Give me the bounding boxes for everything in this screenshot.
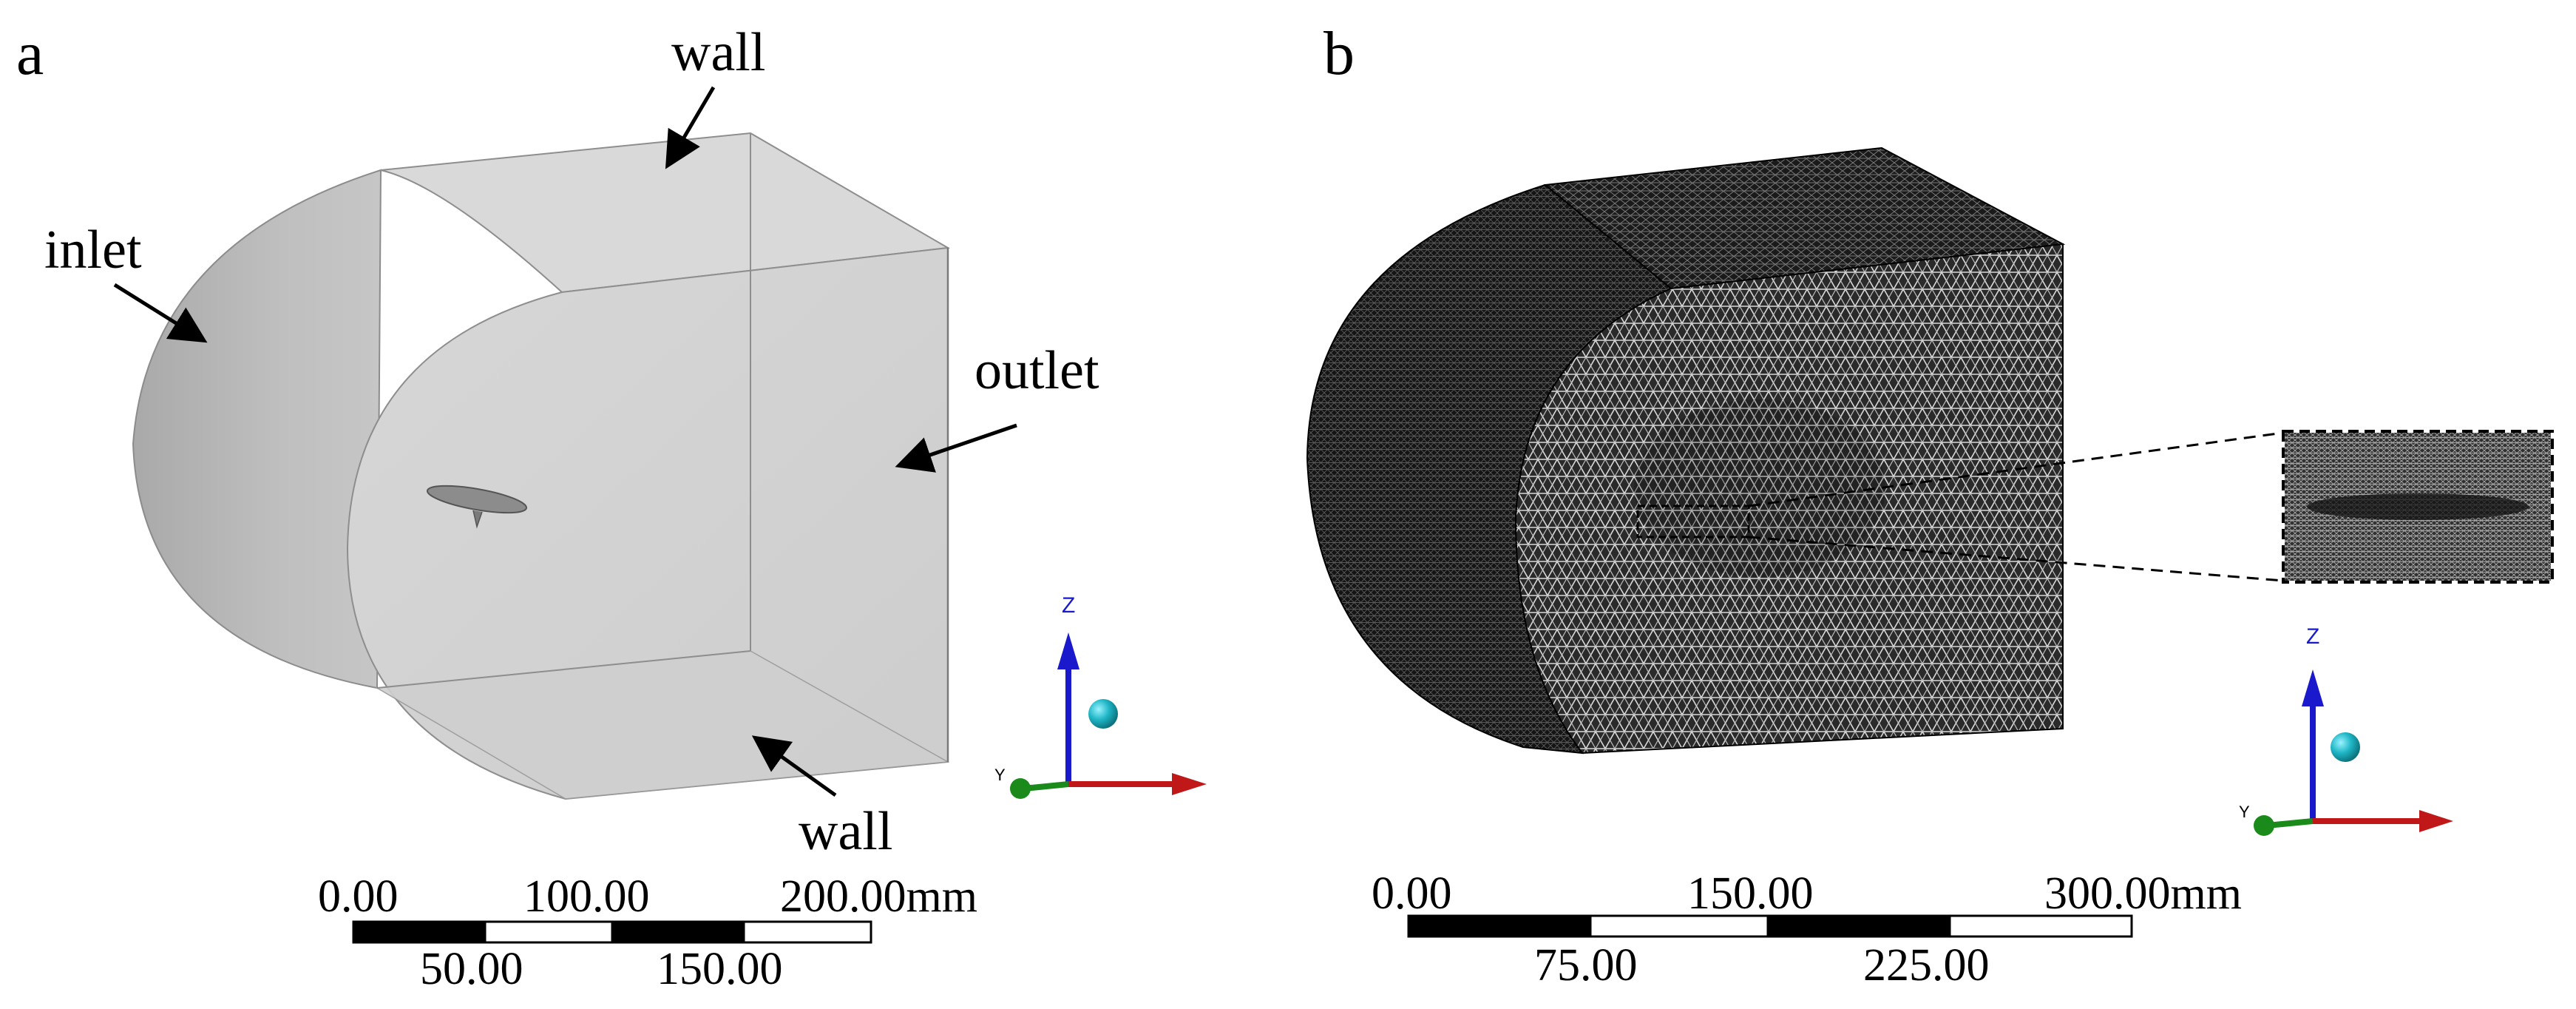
front-face [346,246,949,800]
y-axis-head-b [2254,815,2274,836]
scale-tick-b-225: 225.00 [1863,940,1990,991]
arrow-outlet [895,423,1017,473]
y-axis-line [1023,781,1069,792]
zoom-line-top [1748,431,2284,507]
scale-tick-b-0: 0.00 [1372,868,1452,919]
scale-tick-b-150: 150.00 [1687,868,1814,919]
y-axis-label-b: Y [2239,803,2250,821]
x-axis-arrowhead-b [2419,810,2453,832]
scale-seg-b-3 [1766,914,1951,938]
mesh-front-face [1514,243,2064,755]
scale-seg-2 [484,920,614,944]
scale-tick-b-75: 75.00 [1534,940,1638,991]
zoom-inset-airfoil [2307,493,2529,520]
scale-seg-b-2 [1589,914,1769,938]
z-axis-label: Z [1062,593,1075,618]
airfoil-support [472,510,483,529]
orientation-ball-b [2331,732,2360,762]
arrow-wall-top [665,86,716,169]
geometry-body [132,132,951,800]
label-inlet: inlet [44,220,142,280]
scale-tick-0: 0.00 [318,871,399,922]
x-axis-arrowhead [1172,773,1207,795]
scale-tick-200: 200.00mm [780,871,977,922]
back-edge-bottom [376,650,751,689]
panel-a: a wall inlet outlet wall [16,19,1207,994]
z-axis-arrowhead-b [2302,669,2324,706]
scale-tick-100: 100.00 [523,871,650,922]
scale-seg-b-4 [1948,914,2133,938]
scale-seg-b-1 [1407,914,1592,938]
z-axis-arrowhead [1057,632,1079,669]
zoom-line-bottom [1748,536,2284,582]
label-wall-bottom: wall [799,801,892,862]
scale-seg-3 [611,920,745,944]
z-axis-label-b: Z [2306,624,2319,649]
inlet-surface [132,169,382,689]
airfoil-object [426,485,528,514]
mesh-refinement-zone [1634,399,1885,577]
label-wall-top: wall [671,22,765,83]
axis-triad-a: Z Y [994,593,1207,799]
label-outlet: outlet [975,340,1099,401]
zoom-inset-frame [2282,430,2554,584]
y-axis-line-b [2266,818,2314,829]
scale-tick-b-300: 300.00mm [2044,868,2242,919]
panel-b: b Z [1306,19,2554,991]
y-axis-head [1010,778,1031,799]
y-axis-label: Y [994,766,1006,784]
arrow-wall-bottom [751,735,837,797]
scale-tick-150: 150.00 [657,944,783,994]
arrow-inlet [113,283,208,343]
scale-seg-1 [352,920,487,944]
mesh-body [1306,146,2066,755]
axis-triad-b: Z Y [2239,624,2453,836]
scale-bar-a: 0.00 100.00 200.00mm 50.00 150.00 [318,871,977,994]
panel-b-letter: b [1323,19,1355,88]
scale-seg-4 [742,920,872,944]
zoom-inset [2282,430,2554,584]
scale-tick-50: 50.00 [420,944,523,994]
panel-a-letter: a [16,19,44,88]
scale-bar-b: 0.00 150.00 300.00mm 75.00 225.00 [1372,868,2242,991]
orientation-ball [1088,699,1118,729]
